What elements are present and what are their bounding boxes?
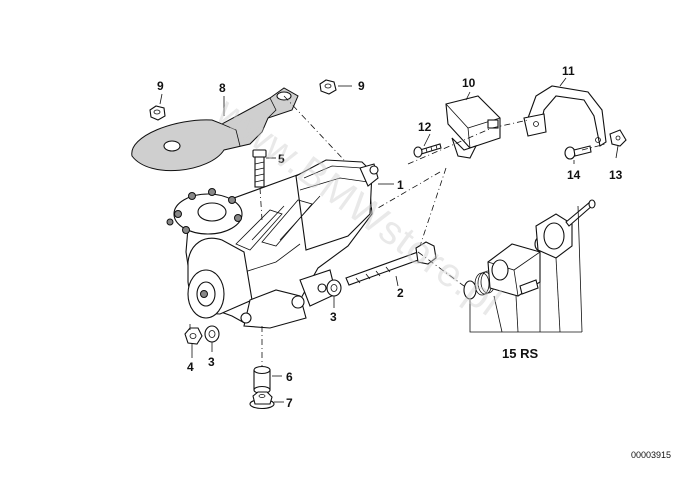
- leader-lines: [159, 77, 619, 403]
- collar-nut[interactable]: [249, 391, 275, 410]
- hex-nut-left[interactable]: [149, 105, 166, 121]
- screw-small[interactable]: [413, 143, 442, 158]
- hex-nut-lower[interactable]: [184, 327, 203, 345]
- washer-left[interactable]: [204, 325, 220, 343]
- document-number: 00003915: [631, 450, 671, 460]
- kit-label: 15 RS: [502, 346, 538, 361]
- bolt-short[interactable]: [252, 149, 267, 188]
- washer-right[interactable]: [326, 279, 342, 297]
- callout-11: 11: [562, 64, 575, 78]
- repair-kit[interactable]: [463, 199, 596, 333]
- clip-nut[interactable]: [609, 129, 627, 147]
- callout-12: 12: [418, 120, 432, 134]
- callout-3-left: 3: [208, 355, 215, 369]
- callout-2: 2: [397, 286, 404, 300]
- steering-gearbox[interactable]: [166, 159, 379, 329]
- callout-4: 4: [187, 360, 194, 374]
- callout-3-right: 3: [330, 310, 337, 324]
- bracket[interactable]: [523, 85, 607, 147]
- callout-labels: 1 2 3 3 4 5 6 7 8 9 9 10 11 12 13 14 15 …: [157, 64, 623, 410]
- guide-lines: [189, 95, 607, 366]
- callout-8: 8: [219, 81, 226, 95]
- carrier-plate[interactable]: [131, 87, 299, 172]
- callout-5: 5: [278, 152, 285, 166]
- callout-13: 13: [609, 168, 623, 182]
- bolt-long[interactable]: [345, 241, 437, 286]
- callout-9-right: 9: [358, 79, 365, 93]
- callout-7: 7: [286, 396, 293, 410]
- control-unit[interactable]: [445, 95, 501, 159]
- callout-10: 10: [462, 76, 476, 90]
- callout-9-left: 9: [157, 79, 164, 93]
- callout-6: 6: [286, 370, 293, 384]
- screw-bracket[interactable]: [564, 145, 592, 160]
- rubber-bushing[interactable]: [253, 365, 271, 395]
- callout-14: 14: [567, 168, 581, 182]
- callout-1: 1: [397, 178, 404, 192]
- hex-nut-right[interactable]: [319, 79, 337, 95]
